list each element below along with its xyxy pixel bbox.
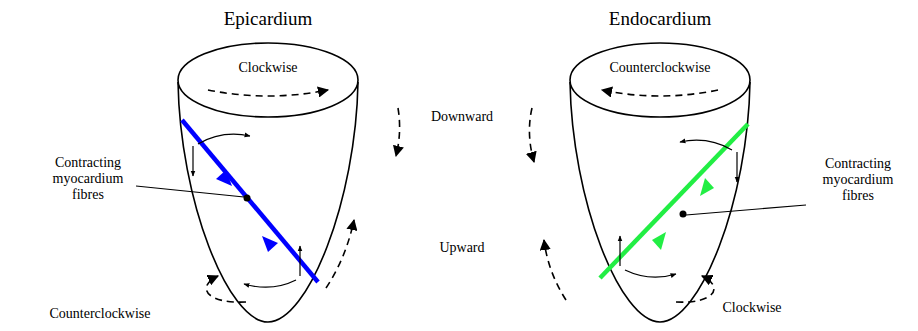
- panel-title: Endocardium: [580, 8, 740, 30]
- direction-label: Upward: [412, 240, 512, 256]
- myocardium-fibre: [600, 124, 748, 278]
- leader-line: [136, 186, 806, 215]
- panel-title: Epicardium: [188, 8, 348, 30]
- rotation-label: Clockwise: [213, 60, 323, 76]
- rotation-label: Counterclockwise: [595, 60, 725, 76]
- myocardium-fibre: [182, 120, 318, 282]
- force-arrow: [193, 134, 737, 287]
- rotation-label: Clockwise: [697, 300, 807, 316]
- callout-label: Contracting myocardium fibres: [40, 155, 136, 203]
- callout-label: Contracting myocardium fibres: [810, 156, 906, 204]
- rotation-arrow: [206, 90, 718, 302]
- direction-label: Downward: [412, 109, 512, 125]
- ventricle-outline: [570, 43, 750, 322]
- ventricle-outline: [178, 43, 358, 322]
- rotation-label: Counterclockwise: [30, 306, 170, 322]
